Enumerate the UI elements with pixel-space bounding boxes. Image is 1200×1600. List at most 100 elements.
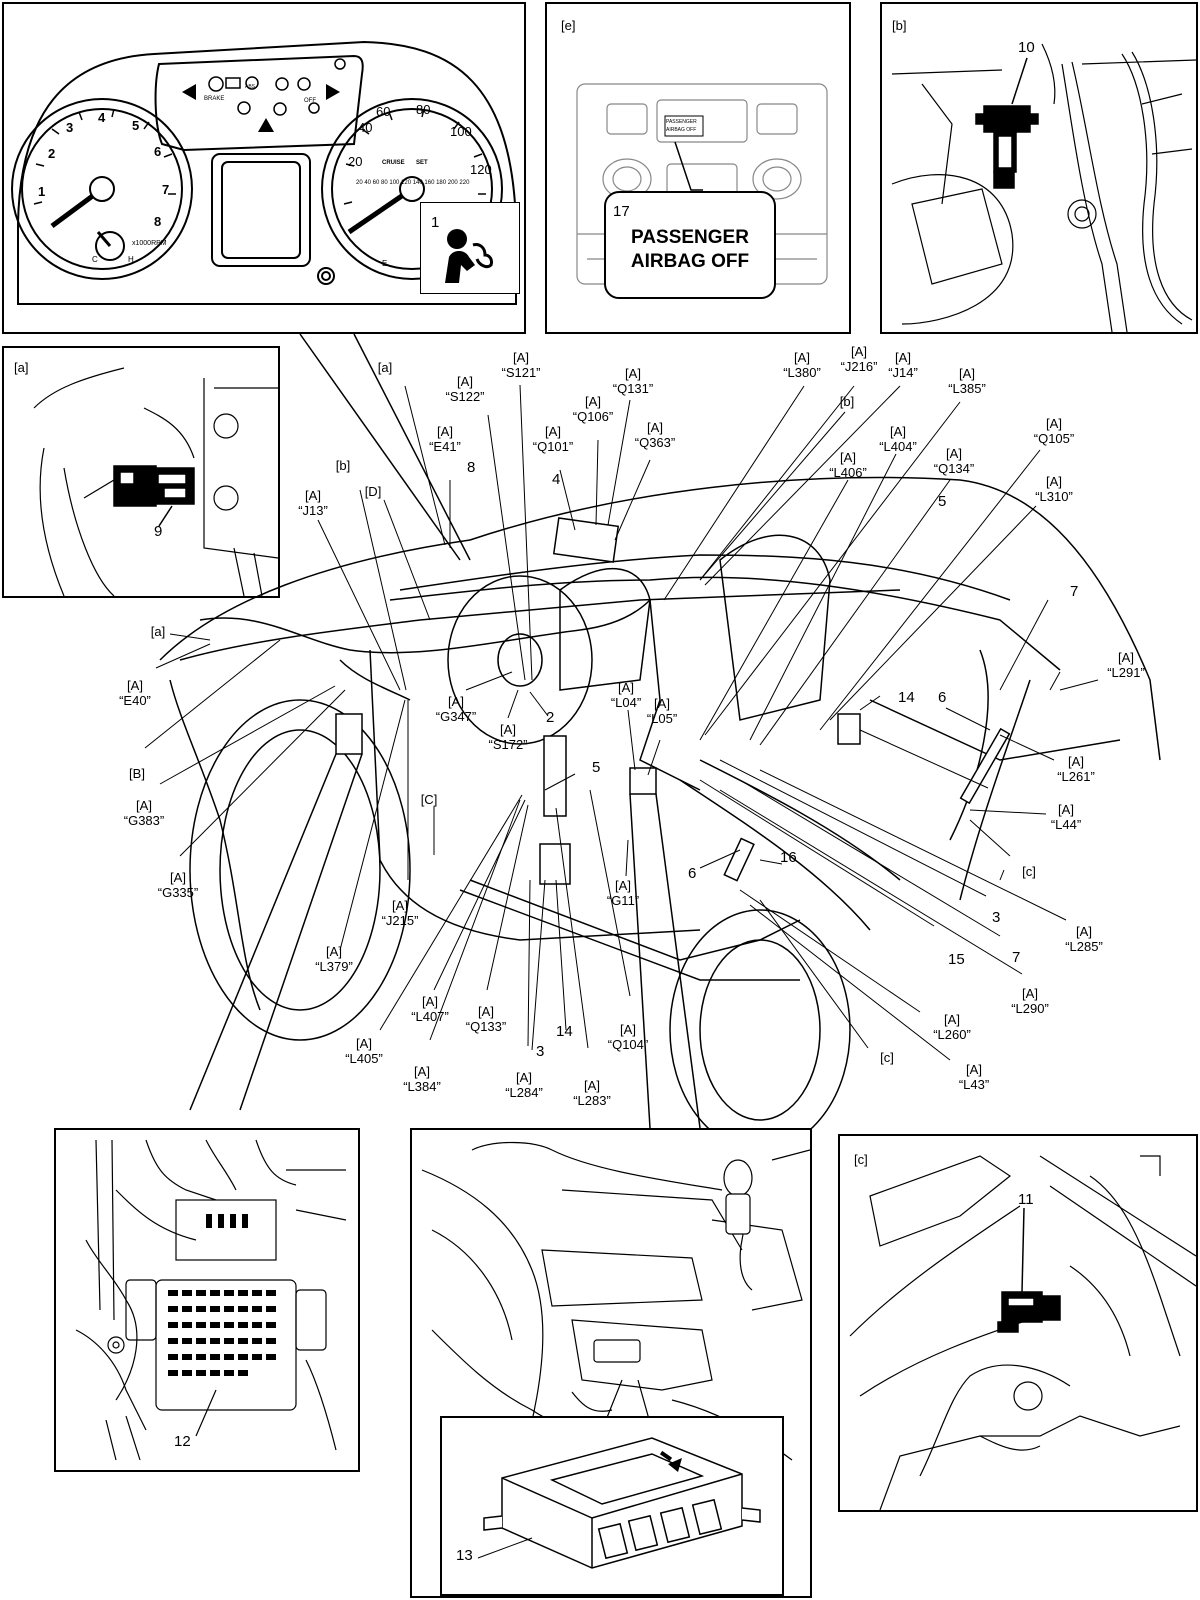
label-b-left: [b]	[328, 458, 358, 473]
set-label: SET	[416, 160, 428, 166]
label-text: “G335”	[157, 885, 199, 900]
callout-6-bottom: 6	[688, 865, 697, 882]
sdm-inset: 13	[440, 1416, 784, 1596]
cruise-label: CRUISE	[382, 160, 405, 166]
callout-17: 17	[613, 203, 630, 220]
tach-label-1: 1	[38, 184, 46, 199]
label-top: [A]	[1046, 474, 1062, 489]
label-text: “L43”	[958, 1077, 990, 1092]
speed-label-120: 120	[470, 162, 492, 177]
label-l260: [A]“L260”	[924, 1012, 980, 1042]
airbag-control-module-drawing	[477, 1437, 761, 1569]
label-top: [D]	[364, 484, 382, 499]
brake-label: BRAKE	[204, 96, 225, 102]
label-text: “L380”	[783, 365, 821, 380]
label-top: [A]	[1068, 754, 1084, 769]
label-l310: [A]“L310”	[1026, 474, 1082, 504]
sensor-c-drawing	[849, 1155, 1196, 1510]
callout-5-center: 5	[592, 759, 601, 776]
label-top: [A]	[615, 878, 631, 893]
instrument-cluster-drawing	[11, 40, 517, 305]
off-label: OFF	[304, 98, 316, 104]
label-top: [A]	[618, 680, 634, 695]
temp-h-label: H	[128, 255, 134, 264]
label-top: [b]	[839, 394, 855, 409]
label-top: [A]	[966, 1062, 982, 1077]
message-line2: AIRBAG OFF	[630, 251, 750, 272]
label-top: [c]	[1022, 864, 1036, 879]
callout-7-roof: 7	[1070, 583, 1079, 600]
panel-c: [c] 11	[838, 1134, 1198, 1512]
callout-2: 2	[546, 709, 555, 726]
label-text: “S172”	[488, 737, 528, 752]
callout-14-bottom: 14	[556, 1023, 573, 1040]
label-text: “L404”	[879, 439, 917, 454]
tach-label-7: 7	[162, 182, 170, 197]
label-j215: [A]“J215”	[372, 898, 428, 928]
sensor-a-drawing	[33, 367, 278, 596]
label-top: [a]	[150, 624, 166, 639]
label-l407: [A]“L407”	[402, 994, 458, 1024]
label-text: “L261”	[1057, 769, 1095, 784]
label-b-top: [b]	[832, 394, 862, 409]
label-s121: [A]“S121”	[496, 350, 546, 380]
label-top: [A]	[457, 374, 473, 389]
label-top: [A]	[326, 944, 342, 959]
callout-7-bottom: 7	[1012, 949, 1021, 966]
label-l44: [A]“L44”	[1042, 802, 1090, 832]
label-top: [A]	[127, 678, 143, 693]
label-top: [A]	[1058, 802, 1074, 817]
label-text: “Q104”	[607, 1037, 649, 1052]
label-g11: [A]“G11”	[596, 878, 650, 908]
label-q131: [A]“Q131”	[606, 366, 660, 396]
panel-center-console: 13	[410, 1128, 812, 1598]
tach-label-8: 8	[154, 214, 162, 229]
label-text: “L283”	[573, 1093, 611, 1108]
label-l283: [A]“L283”	[564, 1078, 620, 1108]
label-l261: [A]“L261”	[1048, 754, 1104, 784]
label-text: “Q105”	[1033, 431, 1075, 446]
message-line1: PASSENGER	[631, 227, 749, 248]
callout-3-right: 3	[992, 909, 1001, 926]
label-top: [A]	[585, 394, 601, 409]
bcm-box	[335, 713, 363, 755]
speed-label-20: 20	[348, 154, 363, 169]
label-text: “L284”	[505, 1085, 543, 1100]
label-j14: [A]“J14”	[878, 350, 928, 380]
label-top: [A]	[545, 424, 561, 439]
label-text: “L285”	[1065, 939, 1103, 954]
callout-13: 13	[456, 1547, 473, 1564]
label-b-bracket: [B]	[122, 766, 152, 781]
tach-label-6: 6	[154, 144, 162, 159]
label-top: [B]	[129, 766, 145, 781]
abs-label: ABS	[245, 84, 256, 90]
screen-text-line2: AIRBAG OFF	[666, 127, 697, 133]
label-top: [A]	[170, 870, 186, 885]
label-l284: [A]“L284”	[496, 1070, 552, 1100]
label-l385: [A]“L385”	[940, 366, 994, 396]
label-text: “L04”	[610, 695, 642, 710]
label-top: [A]	[840, 450, 856, 465]
speed-label-60: 60	[376, 104, 391, 119]
label-text: “Q363”	[634, 435, 676, 450]
label-top: [A]	[851, 344, 867, 359]
label-top: [A]	[136, 798, 152, 813]
callout-4: 4	[552, 471, 561, 488]
callout-11: 11	[1018, 1191, 1034, 1208]
callout-9: 9	[154, 523, 163, 540]
callout-10: 10	[1018, 39, 1035, 56]
label-top: [A]	[625, 366, 641, 381]
label-text: “L379”	[315, 959, 353, 974]
label-text: “L260”	[933, 1027, 971, 1042]
label-text: “L05”	[646, 711, 678, 726]
label-text: “J13”	[298, 503, 328, 518]
speed-label-40: 40	[358, 120, 373, 135]
tach-label-2: 2	[48, 146, 56, 161]
label-text: “G11”	[606, 893, 640, 908]
label-l05: [A]“L05”	[636, 696, 688, 726]
label-top: [A]	[448, 694, 464, 709]
label-top: [A]	[392, 898, 408, 913]
callout-16: 16	[780, 849, 797, 866]
speed-label-100: 100	[450, 124, 472, 139]
label-top: [A]	[946, 446, 962, 461]
